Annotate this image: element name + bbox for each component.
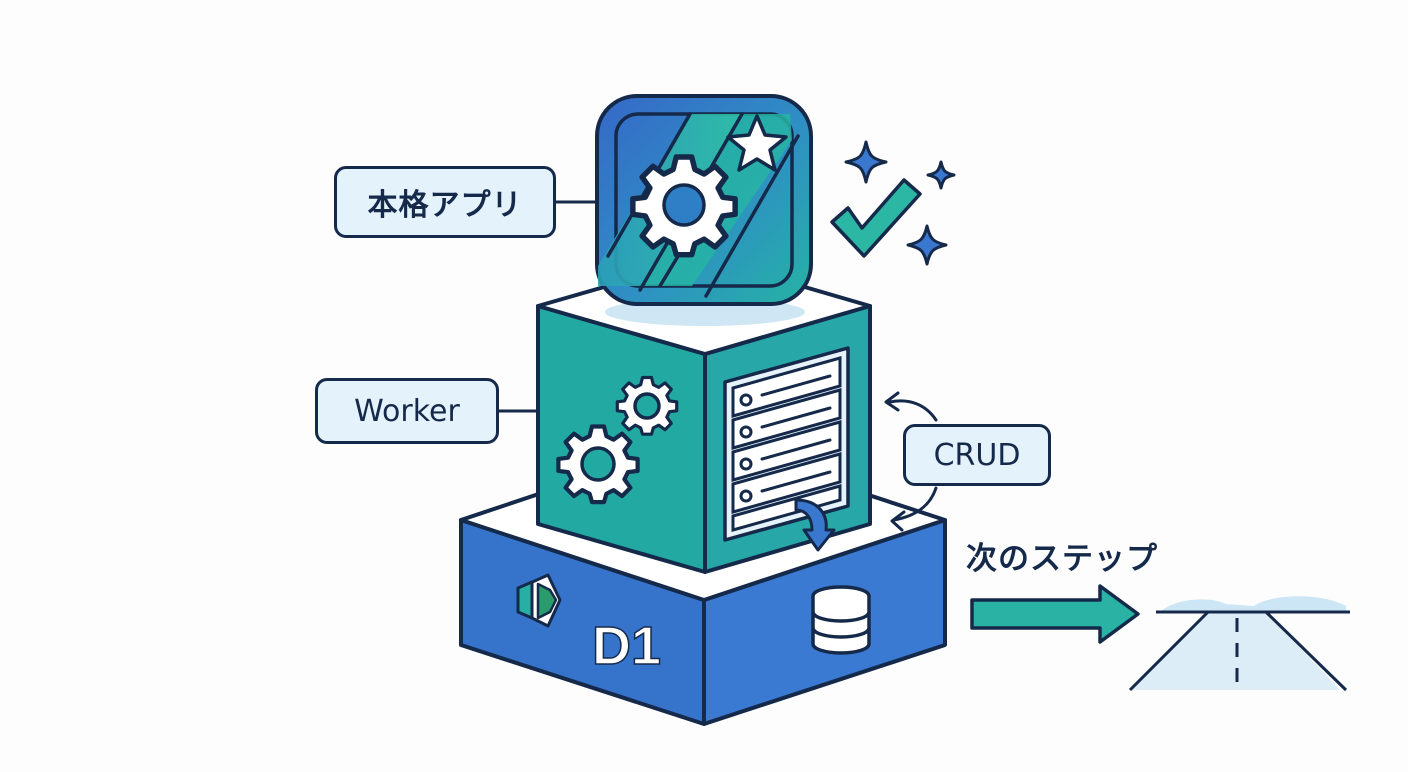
crud-label: CRUD — [903, 424, 1051, 486]
database-icon — [811, 585, 871, 655]
gear-icon — [630, 154, 738, 258]
sparkle-icon — [926, 160, 956, 190]
server-rack-icon — [723, 346, 850, 542]
cycle-arrow-icon — [884, 391, 938, 532]
d1-logo-icon — [516, 573, 562, 628]
arrow-right-icon — [970, 584, 1140, 644]
gear-icon — [615, 375, 679, 436]
road-icon — [1128, 596, 1350, 692]
gear-icon — [556, 424, 640, 505]
app-label: 本格アプリ — [334, 166, 556, 238]
sparkle-icon — [844, 140, 888, 184]
sparkle-icon — [906, 224, 948, 266]
next-step-label: 次のステップ — [966, 541, 1158, 577]
worker-label: Worker — [315, 378, 499, 444]
down-arrow-icon — [794, 498, 836, 552]
star-icon — [726, 114, 788, 172]
checkmark-icon — [830, 178, 922, 258]
app-icon — [595, 94, 813, 326]
d1-label: D1 — [592, 616, 661, 676]
